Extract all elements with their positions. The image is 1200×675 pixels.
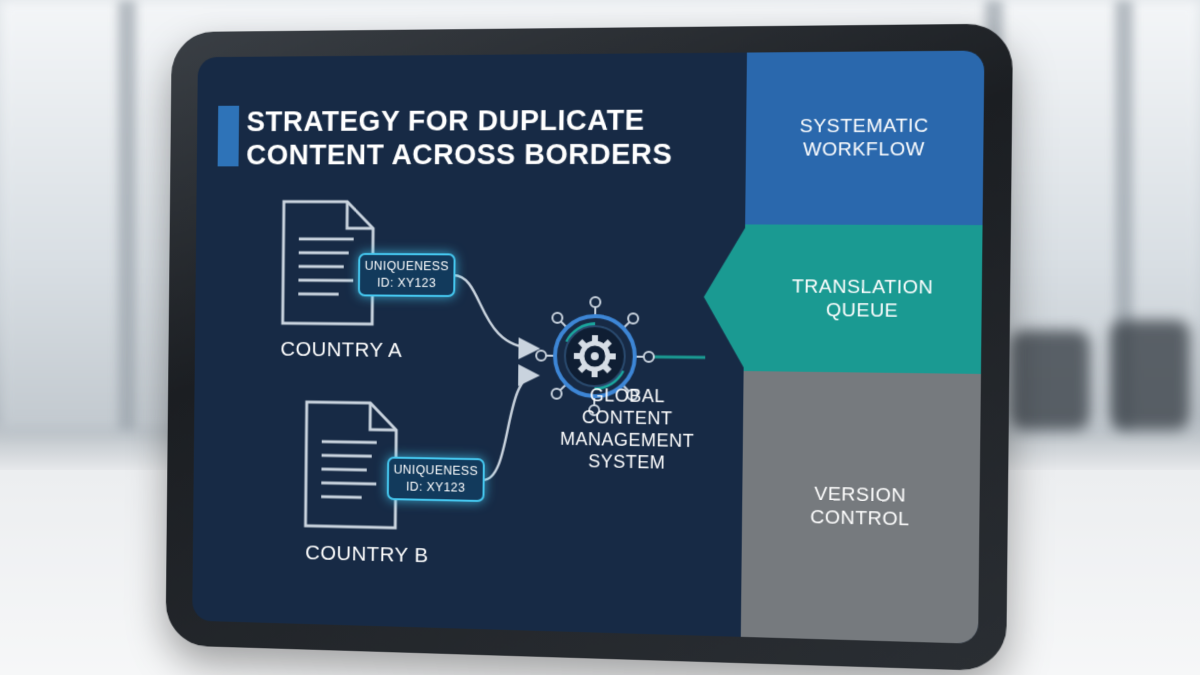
uniqueness-badge-line-2: ID: XY123: [377, 275, 437, 290]
system-label-line-3: MANAGEMENT: [559, 428, 695, 452]
uniqueness-badge-line-1: UNIQUENESS: [393, 462, 479, 479]
uniqueness-badge: UNIQUENESS ID: XY123: [357, 252, 456, 298]
system-label-line-2: CONTENT: [581, 407, 673, 429]
uniqueness-badge-line-2: ID: XY123: [406, 479, 466, 495]
system-label-line-4: SYSTEM: [588, 451, 666, 473]
uniqueness-badge-line-1: UNIQUENESS: [364, 258, 450, 274]
global-content-management-system-label: GLOBAL CONTENT MANAGEMENT SYSTEM: [547, 384, 708, 475]
arrow-country-a-to-hub: [453, 275, 536, 348]
uniqueness-badge: UNIQUENESS ID: XY123: [386, 456, 485, 503]
country-a-label: COUNTRY A: [280, 337, 403, 362]
tablet-device: STRATEGY FOR DUPLICATE CONTENT ACROSS BO…: [166, 24, 1014, 672]
gear-icon: [574, 335, 616, 378]
document-icon: [306, 402, 397, 528]
tablet-screen: STRATEGY FOR DUPLICATE CONTENT ACROSS BO…: [192, 51, 984, 644]
background-chair: [1110, 320, 1190, 430]
connector-hub-to-translation-queue: [648, 357, 705, 358]
arrow-country-b-to-hub: [483, 375, 535, 481]
background-pillar: [118, 0, 136, 430]
country-b-label: COUNTRY B: [305, 541, 429, 568]
background-chair: [1010, 330, 1090, 430]
system-label-line-1: GLOBAL: [589, 385, 666, 407]
diagram-graphics: [192, 51, 984, 644]
